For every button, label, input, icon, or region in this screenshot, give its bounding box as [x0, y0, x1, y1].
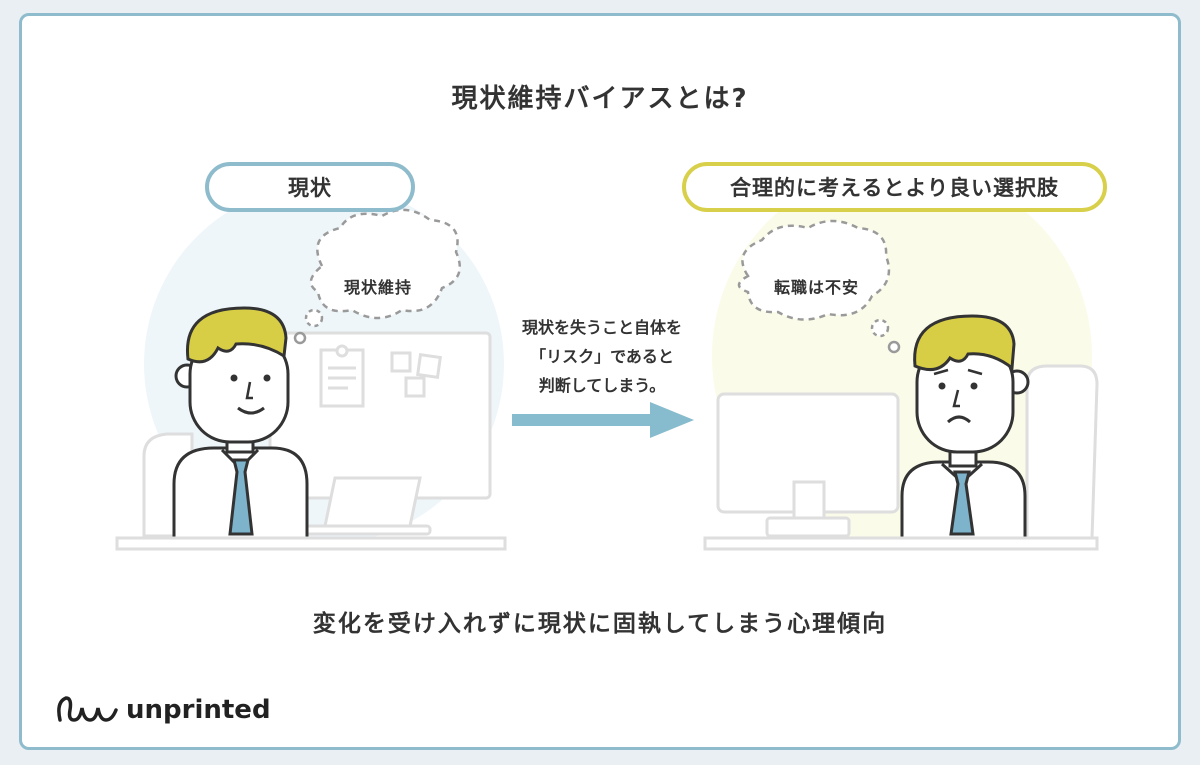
left-person [172, 306, 309, 540]
left-desk [115, 536, 507, 551]
arrow [512, 402, 694, 438]
arrow-caption-line-2: 「リスク」であると [530, 347, 674, 366]
illustration [115, 166, 1099, 551]
right-thought-bubble [737, 219, 901, 354]
right-person [900, 314, 1030, 540]
right-desk [703, 536, 1099, 551]
right-monitor [716, 392, 900, 538]
slide-frame: 現状維持バイアスとは? 現状 合理的に考えるとより良い選択肢 現状維持 転職は不… [19, 13, 1181, 750]
arrow-caption-line-1: 現状を失うこと自体を [521, 318, 682, 337]
logo-text: unprinted [126, 695, 271, 725]
left-thought-bubble [293, 208, 461, 345]
right-thought-text: 転職は不安 [774, 278, 860, 297]
arrow-caption-line-3: 判断してしまう。 [538, 376, 666, 395]
right-chair [1025, 364, 1099, 540]
left-laptop [288, 476, 432, 536]
status-quo-label-text: 現状 [288, 176, 332, 200]
logo-mark-icon [57, 696, 118, 722]
better-choice-label: 合理的に考えるとより良い選択肢 [682, 162, 1107, 212]
arrow-caption: 現状を失うこと自体を 「リスク」であると 判断してしまう。 [502, 313, 702, 400]
status-quo-label: 現状 [205, 162, 415, 212]
page-title: 現状維持バイアスとは? [451, 84, 749, 114]
definition-text: 変化を受け入れずに現状に固執してしまう心理傾向 [312, 611, 888, 637]
logo: unprinted [54, 690, 271, 730]
better-choice-label-text: 合理的に考えるとより良い選択肢 [730, 176, 1059, 200]
left-thought-text: 現状維持 [344, 278, 413, 297]
